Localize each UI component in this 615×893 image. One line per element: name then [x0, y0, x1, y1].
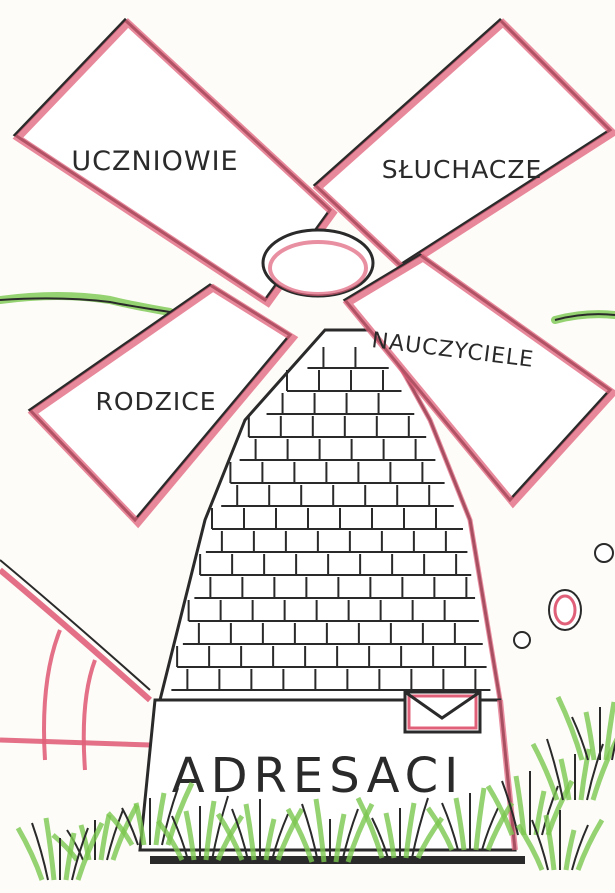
decorative-bubbles — [514, 544, 613, 648]
windmill-hub — [263, 230, 373, 296]
sail-top-right: SŁUCHACZE — [315, 20, 613, 268]
grass-blade — [578, 820, 602, 870]
envelope-icon — [405, 692, 480, 732]
base-label: ADRESACI — [172, 748, 465, 804]
grass-blade — [558, 697, 582, 760]
grass-blade — [593, 739, 615, 800]
sail-label-rodzice: RODZICE — [95, 387, 216, 416]
sail-label-sluchacze: SŁUCHACZE — [382, 155, 543, 184]
sail-label-uczniowie: UCZNIOWIE — [71, 146, 238, 177]
grass-blade — [46, 818, 54, 880]
grass-blade — [18, 828, 42, 880]
